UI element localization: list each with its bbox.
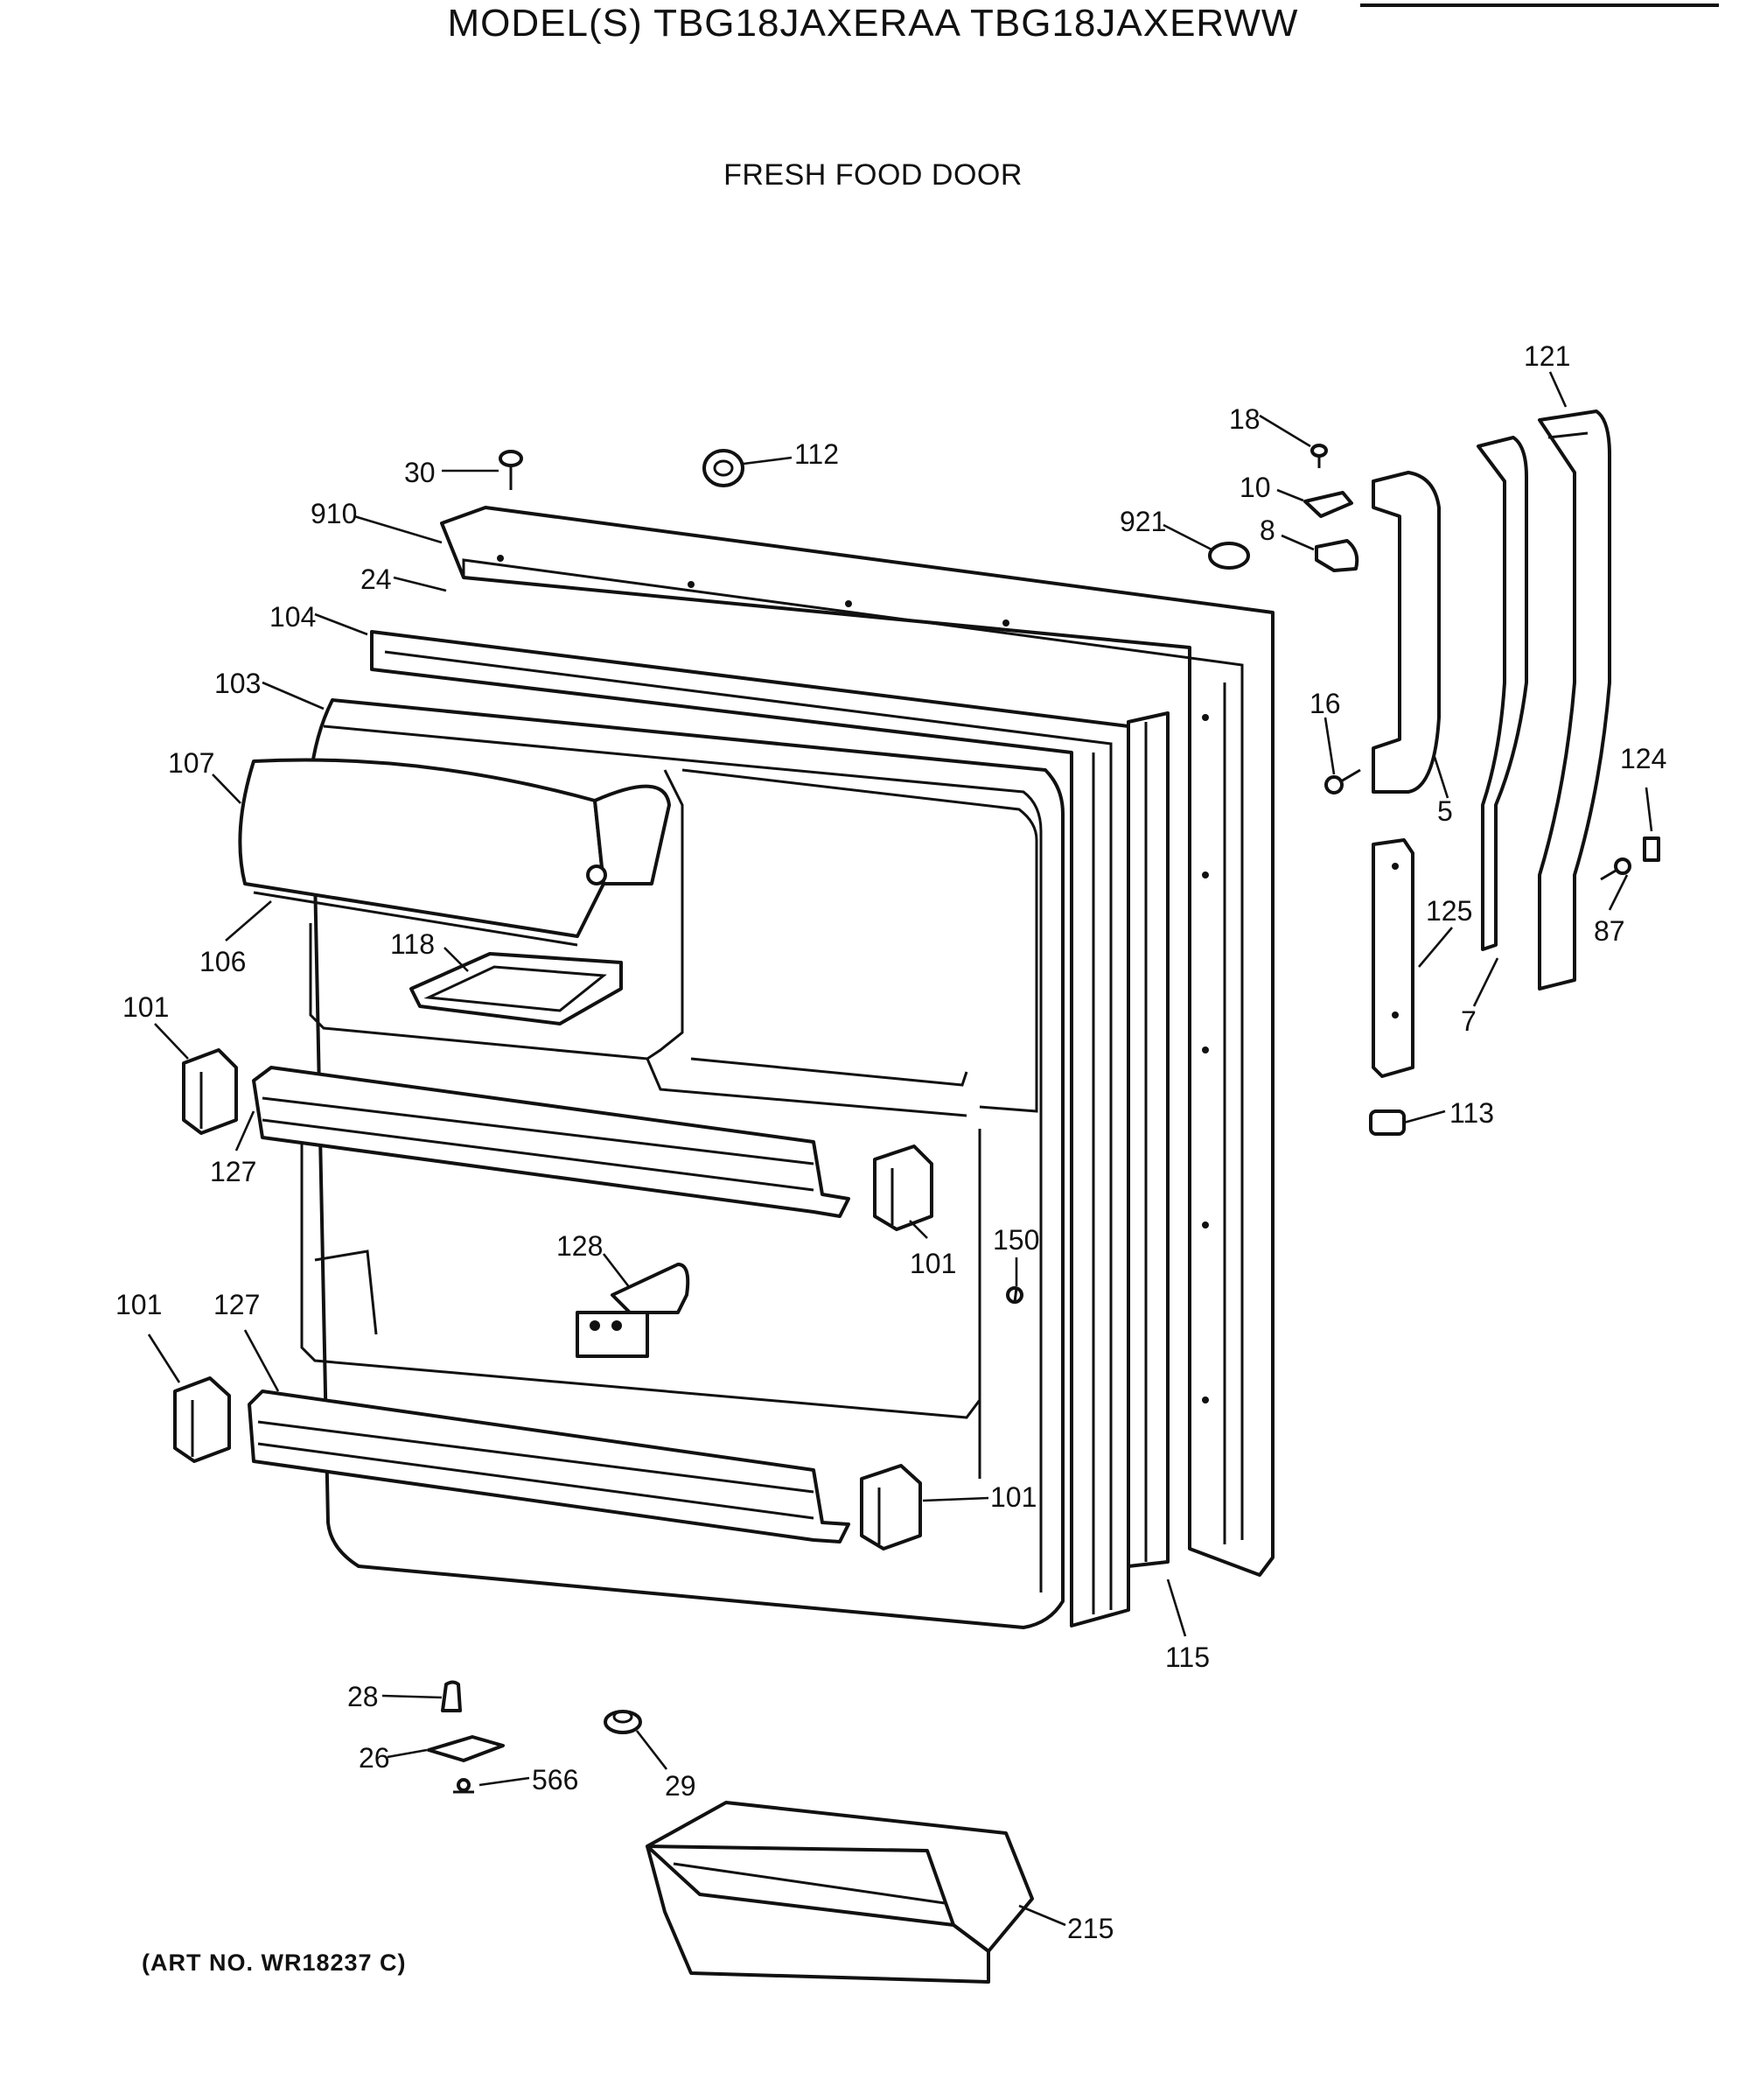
screw-16: [1324, 768, 1361, 794]
door-shelf-127-upper: [252, 1066, 850, 1218]
callout-128: 128: [556, 1230, 603, 1262]
callout-10: 10: [1240, 472, 1271, 503]
callout-215: 215: [1067, 1913, 1114, 1944]
callout-labels: 121 18 30 112 10 910 921 8 24 104 103 16…: [115, 340, 1666, 1944]
liner-upper-recess: [309, 768, 1038, 1117]
callout-26: 26: [359, 1742, 390, 1774]
bracket-128: [576, 1263, 690, 1358]
callout-104: 104: [269, 601, 316, 633]
egg-tray-118: [409, 952, 623, 1026]
callout-101-d: 101: [990, 1481, 1037, 1513]
liner-lower-recess: [300, 1094, 981, 1479]
plug-124: [1643, 836, 1660, 862]
leader-lines: [147, 371, 1653, 1927]
bushing-29: [604, 1710, 642, 1734]
callout-127-b: 127: [213, 1289, 260, 1320]
callout-16: 16: [1310, 688, 1341, 719]
shim-10: [1303, 491, 1353, 518]
hinge-plate-125: [1372, 838, 1414, 1078]
callout-125: 125: [1426, 895, 1472, 927]
shelf-support-101-d: [860, 1464, 922, 1550]
handle-121: [1538, 410, 1611, 990]
callout-921: 921: [1120, 506, 1166, 537]
stop-28: [441, 1680, 462, 1712]
callout-29: 29: [665, 1770, 696, 1802]
callout-107: 107: [168, 747, 214, 779]
door-outer-panel: [440, 506, 1275, 1577]
handle-mount-7: [1477, 436, 1528, 951]
callout-101-a: 101: [122, 991, 169, 1023]
callout-30: 30: [404, 457, 436, 488]
screw-150: [1006, 1286, 1023, 1304]
door-shelf-127-lower: [248, 1390, 850, 1544]
callout-7: 7: [1461, 1005, 1477, 1037]
callout-101-b: 101: [910, 1248, 956, 1279]
cam-113: [1369, 1110, 1406, 1136]
header-rule: [1360, 4, 1719, 7]
model-title: MODEL(S) TBG18JAXERAA TBG18JAXERWW: [447, 2, 1299, 45]
plug-921: [1208, 542, 1250, 570]
art-number: (ART NO. WR18237 C): [142, 1950, 407, 1976]
callout-5: 5: [1437, 795, 1453, 827]
callout-87: 87: [1594, 915, 1625, 947]
callout-124: 124: [1620, 743, 1666, 774]
callout-18: 18: [1229, 403, 1261, 435]
gasket-strip-115: [1127, 711, 1170, 1568]
callout-115: 115: [1165, 1642, 1210, 1673]
callout-24: 24: [360, 564, 392, 595]
screw-30: [499, 450, 523, 490]
callout-103: 103: [214, 668, 261, 699]
callout-910: 910: [311, 498, 357, 529]
callout-150: 150: [993, 1224, 1039, 1256]
callout-28: 28: [347, 1681, 379, 1712]
shelf-support-101-b: [873, 1144, 933, 1231]
hinge-plate-26: [427, 1735, 505, 1762]
callout-127-a: 127: [210, 1156, 256, 1187]
callout-113: 113: [1449, 1097, 1494, 1129]
callout-101-c: 101: [115, 1289, 162, 1320]
callout-566: 566: [532, 1764, 578, 1796]
door-bin-215: [646, 1801, 1034, 1984]
callout-106: 106: [199, 946, 246, 977]
screw-87: [1600, 858, 1631, 881]
screw-18: [1310, 444, 1328, 468]
callout-112: 112: [794, 438, 839, 470]
shelf-support-101-a: [182, 1048, 238, 1135]
plug-112: [702, 449, 744, 487]
dairy-door-107: [238, 758, 671, 947]
hinge-cover-5: [1372, 471, 1441, 794]
shelf-support-101-c: [173, 1376, 231, 1463]
callout-121: 121: [1524, 340, 1570, 372]
hinge-8: [1315, 539, 1359, 572]
callout-8: 8: [1260, 514, 1275, 546]
callout-118: 118: [390, 928, 435, 960]
screw-566: [453, 1778, 474, 1794]
section-title: FRESH FOOD DOOR: [723, 158, 1023, 192]
